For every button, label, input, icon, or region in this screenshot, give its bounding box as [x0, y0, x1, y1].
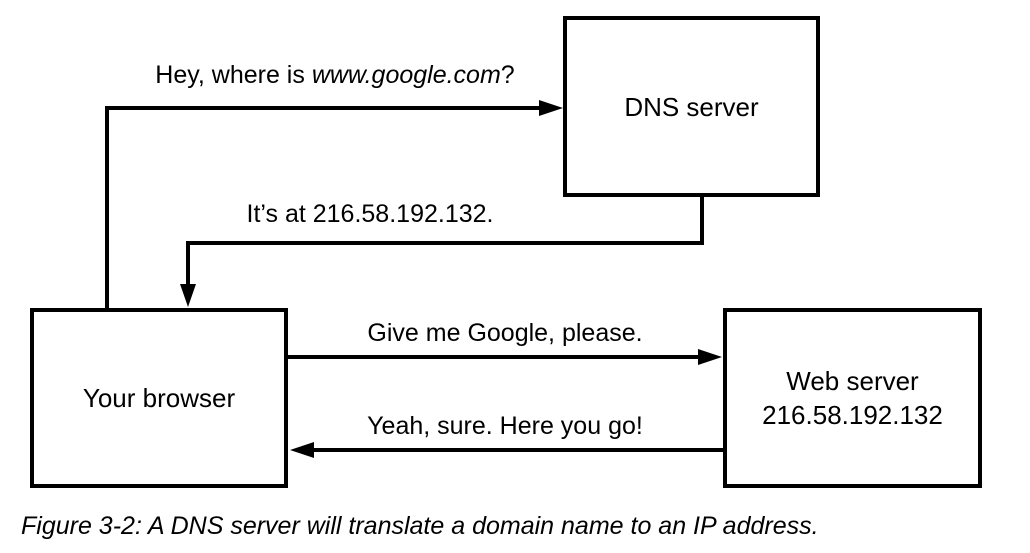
arrowhead-right-browser-to-web	[698, 349, 722, 365]
figure-caption: Figure 3-2: A DNS server will translate …	[21, 512, 819, 540]
dns-server-box: DNS server	[563, 16, 820, 197]
your-browser-box: Your browser	[30, 308, 288, 488]
web-request-message: Give me Google, please.	[367, 319, 643, 347]
web-server-ip-label: 216.58.192.132	[762, 400, 943, 430]
arrowhead-down-dns-to-browser	[180, 284, 196, 307]
arrowhead-right-browser-to-dns	[539, 100, 563, 116]
dns-query-suffix: ?	[500, 61, 515, 89]
dns-server-label: DNS server	[624, 91, 759, 122]
your-browser-label: Your browser	[82, 383, 236, 413]
dns-reply-message: It’s at 216.58.192.132.	[246, 200, 494, 228]
web-reply-message: Yeah, sure. Here you go!	[367, 412, 643, 440]
dns-query-domain: www.google.com	[311, 61, 501, 89]
arrow-line-browser-to-dns	[105, 106, 540, 312]
dns-query-message: Hey, where is www.google.com?	[107, 58, 563, 92]
web-server-label: Web server	[786, 366, 919, 396]
dns-query-prefix: Hey, where is	[155, 61, 312, 89]
web-server-box: Web server 216.58.192.132	[723, 308, 982, 488]
arrow-line-dns-to-browser	[186, 195, 704, 286]
arrowhead-left-web-to-browser	[290, 442, 314, 458]
